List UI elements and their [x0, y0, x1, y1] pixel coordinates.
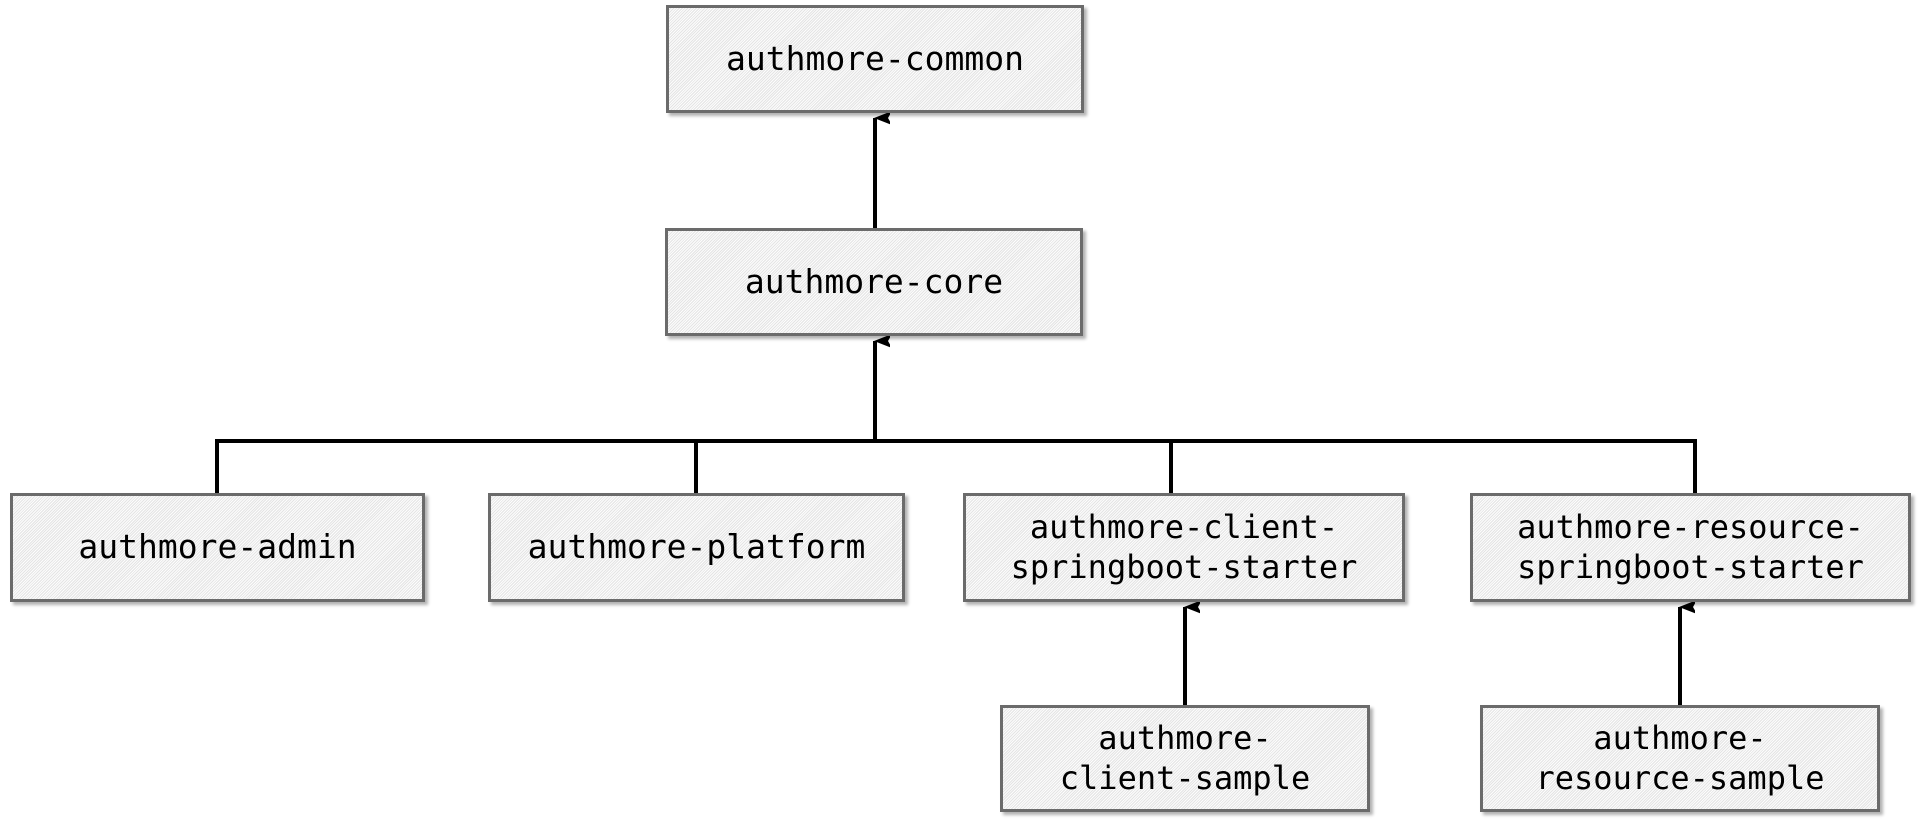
node-authmore-resource-springboot-starter[interactable]: authmore-resource- springboot-starter: [1470, 493, 1911, 602]
node-authmore-core[interactable]: authmore-core: [665, 228, 1083, 336]
node-authmore-admin[interactable]: authmore-admin: [10, 493, 425, 602]
node-authmore-platform[interactable]: authmore-platform: [488, 493, 905, 602]
node-authmore-client-sample[interactable]: authmore- client-sample: [1000, 705, 1370, 812]
node-authmore-common[interactable]: authmore-common: [666, 5, 1084, 113]
node-authmore-resource-sample[interactable]: authmore- resource-sample: [1480, 705, 1880, 812]
node-authmore-client-springboot-starter[interactable]: authmore-client- springboot-starter: [963, 493, 1405, 602]
